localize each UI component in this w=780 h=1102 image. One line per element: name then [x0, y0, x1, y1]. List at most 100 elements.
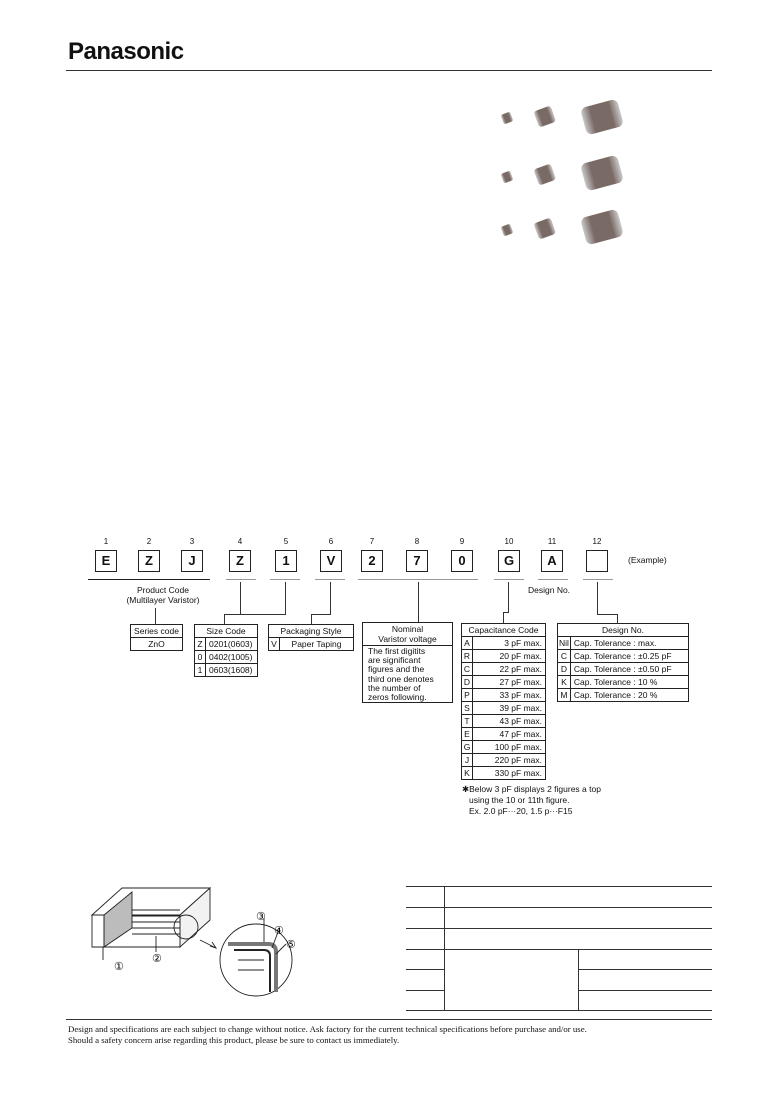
- nominal-line: the number of: [368, 682, 421, 693]
- capacitance-note: Ex. 2.0 pF···20, 1.5 p···F15: [469, 806, 573, 816]
- pn-position-2: 2: [146, 537, 152, 546]
- nominal-header-line-2: Varistor voltage: [378, 634, 437, 644]
- spec-line: [406, 907, 712, 908]
- spec-line: [578, 990, 712, 991]
- capacitance-key: P: [461, 688, 473, 702]
- spec-line: [406, 990, 444, 991]
- connector-size-h: [224, 614, 286, 615]
- nominal-line: figures and the: [368, 664, 425, 675]
- connector-cap-h: [503, 612, 509, 613]
- size-code-key: 0: [194, 650, 206, 664]
- size-code-key: 1: [194, 663, 206, 677]
- chip-row-1: [501, 99, 623, 135]
- spec-line: [578, 969, 712, 970]
- chip-medium-3: [534, 218, 556, 239]
- packaging-header: Packaging Style: [268, 624, 354, 638]
- design-key: D: [557, 662, 571, 676]
- footer-disclaimer: Design and specifications are each subje…: [68, 1024, 587, 1046]
- product-code-subtitle: (Multilayer Varistor): [126, 595, 200, 605]
- pn-position-3: 3: [189, 537, 195, 546]
- design-value: Cap. Tolerance : ±0.25 pF: [569, 649, 690, 663]
- pn-position-12: 12: [592, 537, 602, 546]
- connector-pack-b: [311, 614, 312, 624]
- pn-position-6: 6: [328, 537, 334, 546]
- pn-char-3: J: [181, 550, 203, 572]
- design-key: M: [557, 688, 571, 702]
- connector-size-b: [285, 582, 286, 614]
- capacitance-value: 27 pF max.: [472, 675, 546, 689]
- packaging-value: Paper Taping: [279, 637, 354, 651]
- series-code-value: ZnO: [130, 637, 183, 651]
- capacitance-value: 43 pF max.: [472, 714, 546, 728]
- pn-position-11: 11: [547, 537, 557, 546]
- capacitance-value: 330 pF max.: [472, 766, 546, 780]
- packaging-code: V: [268, 637, 280, 651]
- pn-position-1: 1: [103, 537, 109, 546]
- capacitance-key: A: [461, 636, 473, 650]
- capacitance-value: 22 pF max.: [472, 662, 546, 676]
- capacitance-value: 20 pF max.: [472, 649, 546, 663]
- nominal-line: third one denotes: [368, 673, 434, 684]
- nominal-line: The first digitits: [368, 646, 426, 656]
- capacitance-value: 33 pF max.: [472, 688, 546, 702]
- size-code-value: 0603(1608): [205, 663, 258, 677]
- pn-char-6: V: [320, 550, 342, 572]
- header-rule: [66, 70, 712, 71]
- example-label: (Example): [628, 555, 667, 565]
- series-code-header: Series code: [130, 624, 183, 638]
- design-key: Nil: [557, 636, 571, 650]
- detail-circle-small: [173, 914, 199, 940]
- nominal-header-line-1: Nominal: [391, 624, 424, 634]
- marker-1: ①: [114, 961, 124, 973]
- footer-line-2: Should a safety concern arise regarding …: [68, 1035, 400, 1045]
- chip-small-3: [501, 224, 513, 236]
- marker-4: ④: [274, 925, 284, 937]
- termination-layer: [228, 942, 278, 992]
- capacitance-note: using the 10 or 11th figure.: [469, 795, 570, 805]
- connector-pack-h: [311, 614, 331, 615]
- pn-char-9: 0: [451, 550, 473, 572]
- design-value: Cap. Tolerance : max.: [569, 636, 690, 650]
- pn-char-11: A: [541, 550, 563, 572]
- underline-product-code: [88, 579, 210, 580]
- size-code-value: 0201(0603): [205, 637, 258, 651]
- pn-position-4: 4: [237, 537, 243, 546]
- marker-5: ⑤: [286, 939, 296, 951]
- underline-voltage: [358, 579, 478, 580]
- connector-pack-a: [330, 582, 331, 614]
- product-code-label: Product Code (Multilayer Varistor): [100, 585, 226, 605]
- design-key: K: [557, 675, 571, 689]
- capacitance-value: 3 pF max.: [472, 636, 546, 650]
- marker-2: ②: [152, 953, 162, 965]
- nominal-voltage-description: The first digitits are significant figur…: [363, 646, 452, 703]
- design-value: Cap. Tolerance : 10 %: [569, 675, 690, 689]
- capacitance-key: S: [461, 701, 473, 715]
- connector-size-a: [240, 582, 241, 614]
- chip-illustrations: [501, 99, 623, 245]
- pn-char-10: G: [498, 550, 520, 572]
- footer-rule: [66, 1019, 712, 1020]
- pn-char-12: [586, 550, 608, 572]
- chip-large-1: [581, 99, 623, 135]
- capacitance-value: 100 pF max.: [472, 740, 546, 754]
- nominal-voltage-header: Nominal Varistor voltage: [363, 623, 452, 646]
- spec-line: [406, 886, 712, 887]
- connector-series: [155, 608, 156, 624]
- capacitance-key: G: [461, 740, 473, 754]
- series-code-table: Series code ZnO: [130, 624, 183, 651]
- chip-medium-1: [534, 106, 556, 127]
- pn-char-2: Z: [138, 550, 160, 572]
- design-no-label: Design No.: [528, 585, 571, 595]
- capacitance-key: E: [461, 727, 473, 741]
